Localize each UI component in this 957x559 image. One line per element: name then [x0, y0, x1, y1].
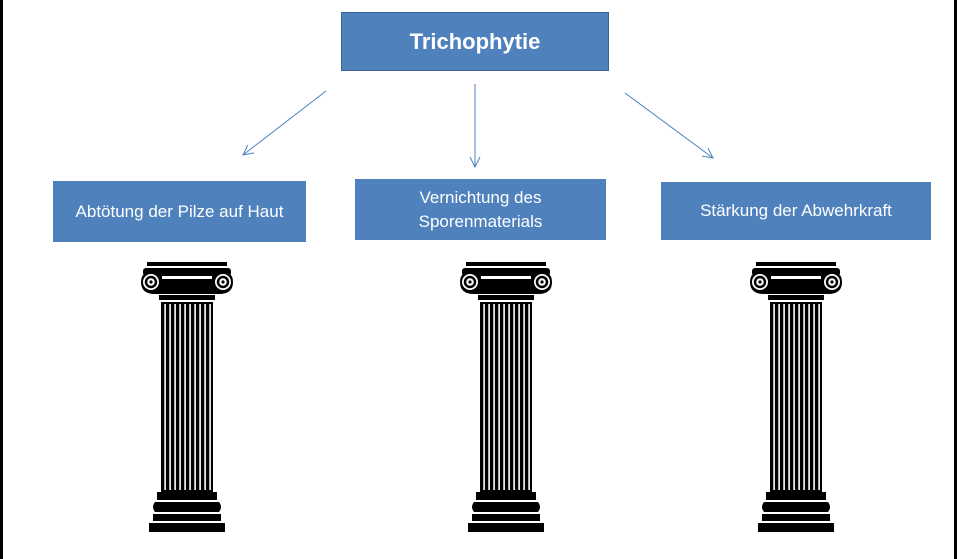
pillar-label-3: Stärkung der Abwehrkraft: [700, 201, 892, 220]
title-box: Trichophytie: [341, 12, 609, 71]
arrow-left: [243, 90, 327, 155]
pillar-box-2: Vernichtung des Sporenmaterials: [355, 179, 606, 240]
ionic-column-icon: [460, 262, 552, 532]
ionic-column-art: [141, 262, 233, 532]
ionic-column-art: [460, 262, 552, 532]
pillar-box-3: Stärkung der Abwehrkraft: [661, 182, 931, 240]
ionic-column-icon: [750, 262, 842, 532]
arrow-right: [624, 92, 713, 158]
title-text: Trichophytie: [409, 28, 541, 54]
pillar-box-1: Abtötung der Pilze auf Haut: [53, 181, 306, 242]
pillar-label-2: Vernichtung des Sporenmaterials: [418, 187, 543, 231]
ionic-column-icon: [141, 262, 233, 532]
pillar-label-1: Abtötung der Pilze auf Haut: [75, 201, 284, 221]
ionic-column-art: [750, 262, 842, 532]
